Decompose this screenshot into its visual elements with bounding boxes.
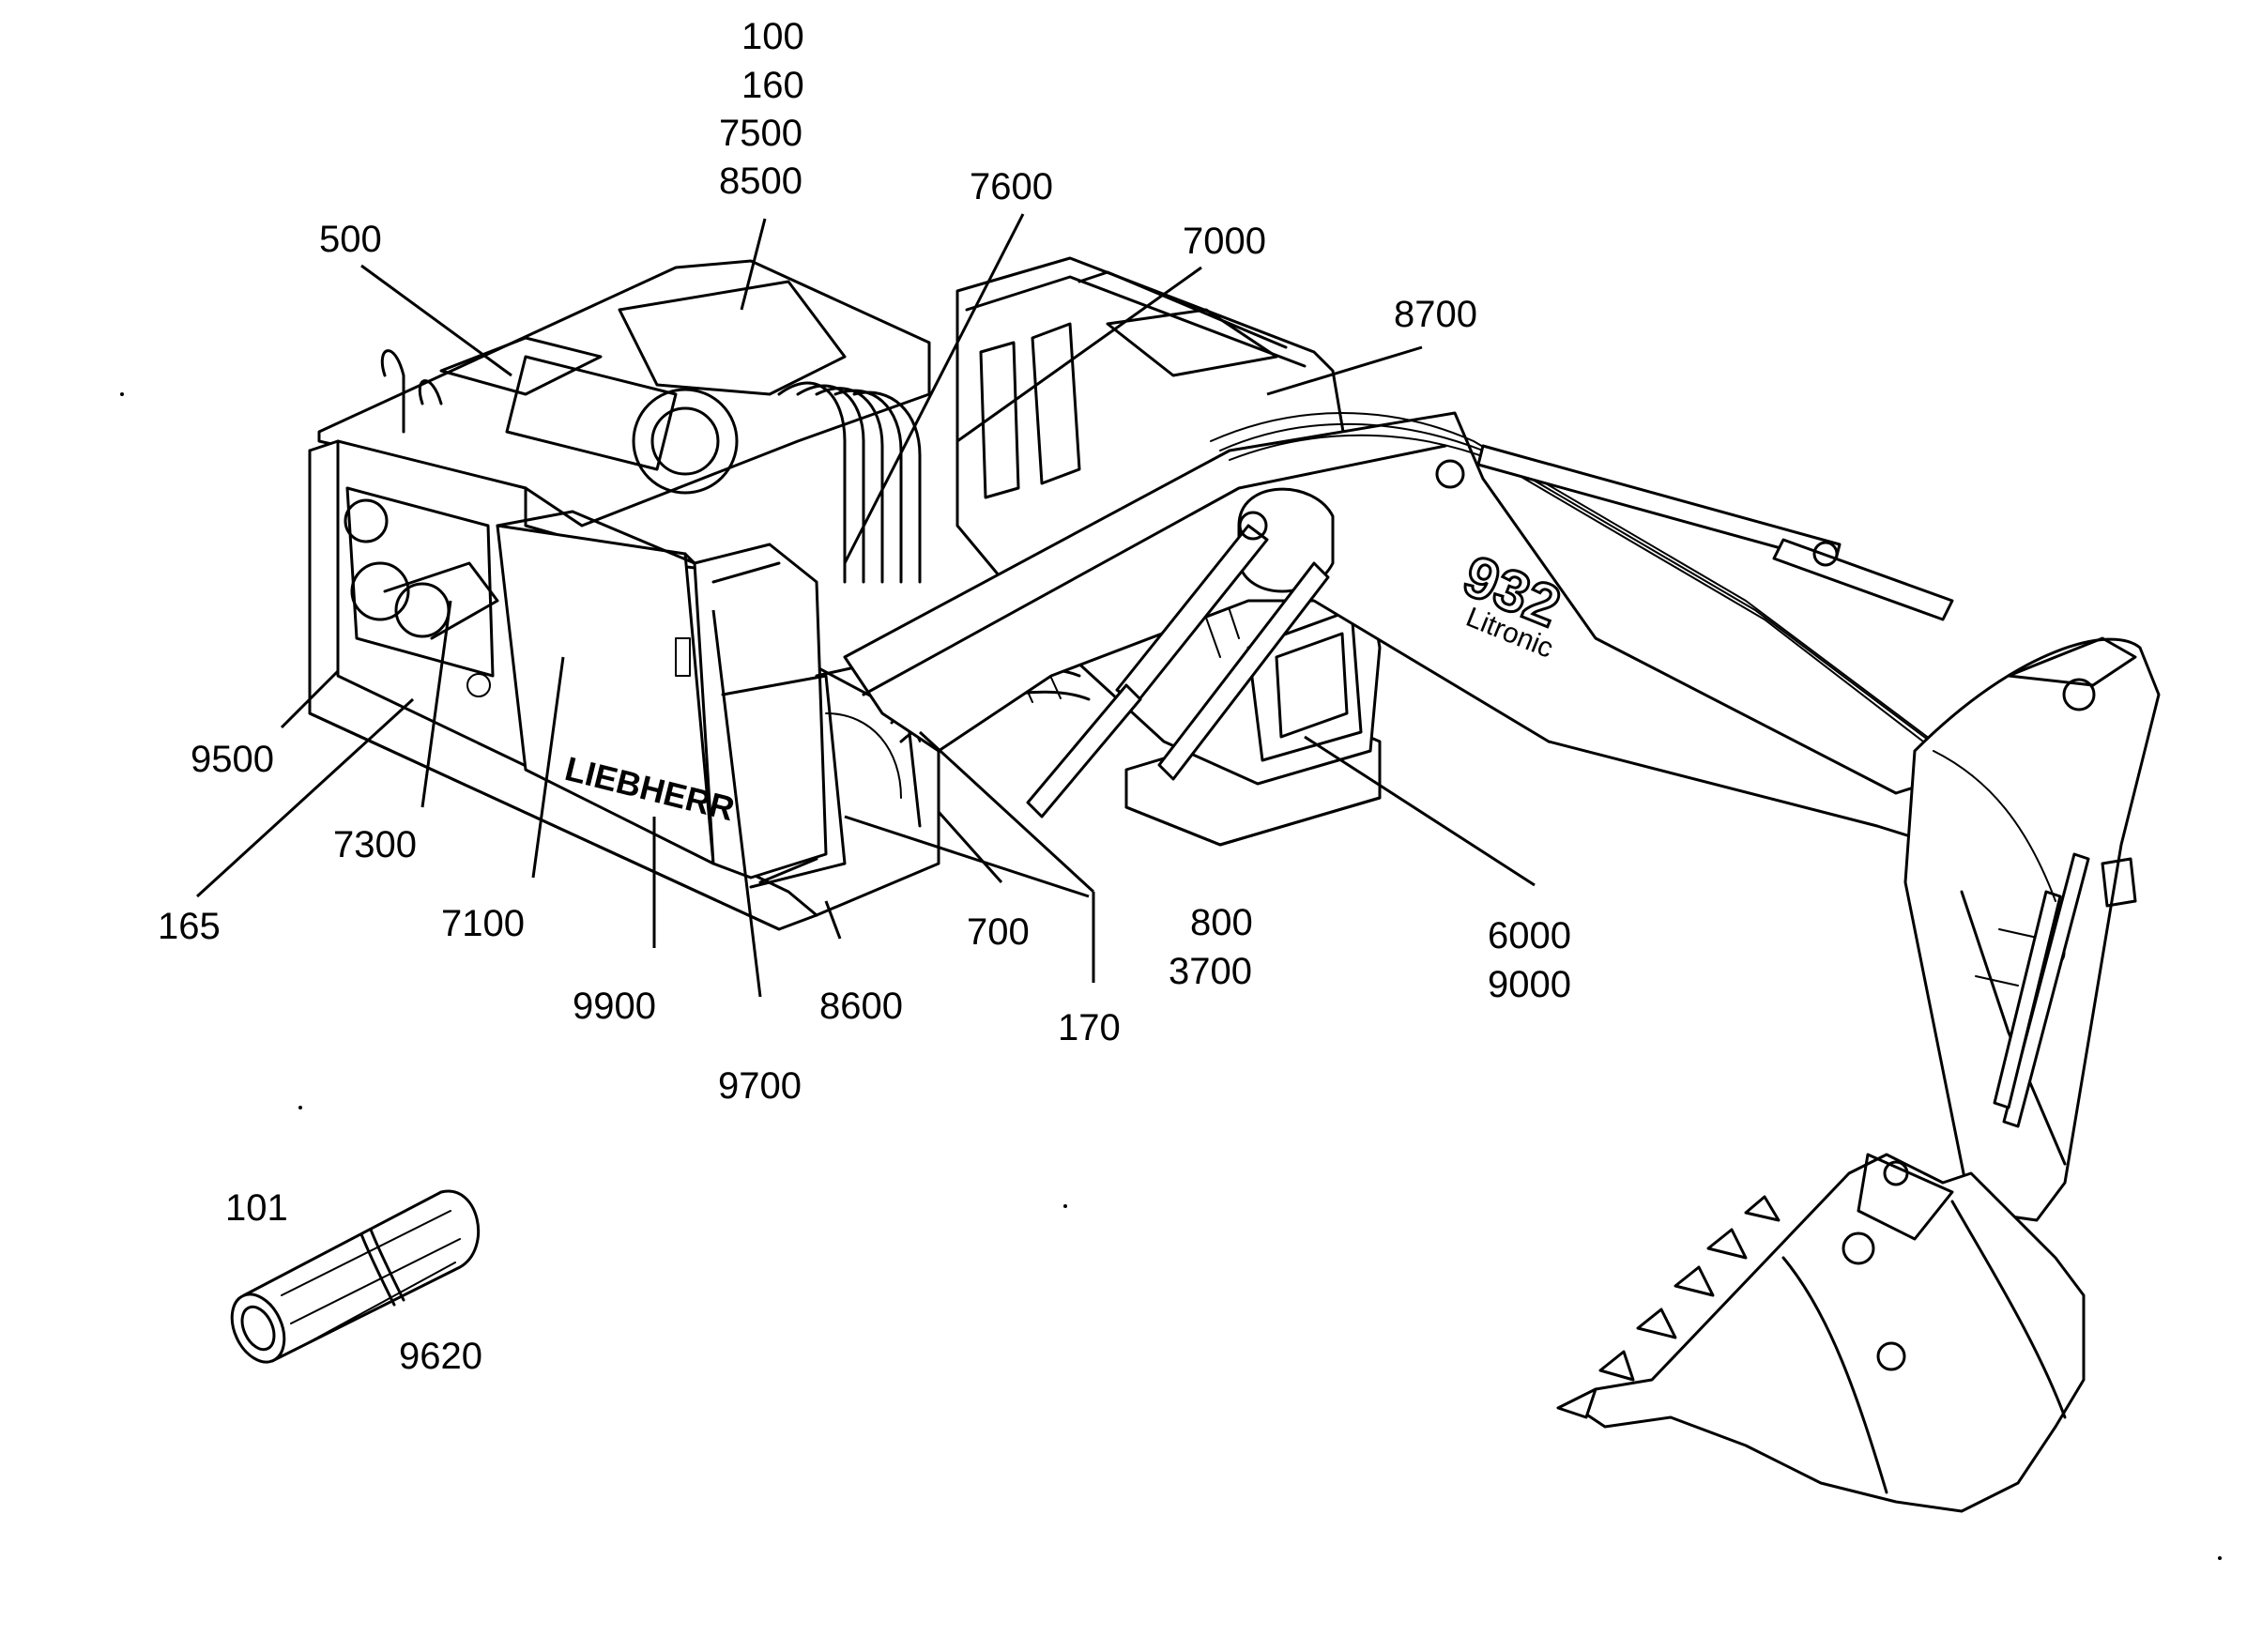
leader-lines [195,213,1536,998]
engine-housing: LIEBHERR [308,259,940,931]
callout-9700: 9700 [718,1065,802,1107]
callout-800: 800 [1190,902,1253,943]
callout-3700: 3700 [1169,951,1252,992]
callout-9900: 9900 [573,986,656,1027]
callout-9500: 9500 [191,739,274,780]
callout-6000: 6000 [1488,915,1571,956]
callout-160: 160 [741,65,804,106]
excavator-illustration: LIEBHERR 932 Litronic [308,256,2161,1513]
callout-500: 500 [319,219,382,260]
callout-labels: 100 160 7500 8500 500 7600 7000 8700 950… [158,16,1571,1377]
callout-101: 101 [225,1187,288,1229]
callout-170: 170 [1058,1007,1121,1048]
callout-700: 700 [967,911,1030,953]
stick-arm [1903,636,2161,1222]
callout-7300: 7300 [333,824,417,865]
callout-7500: 7500 [719,113,802,154]
callout-7600: 7600 [970,166,1053,207]
callout-7100: 7100 [441,903,525,944]
callout-8500: 8500 [719,161,802,202]
bucket [1556,1153,2086,1513]
callout-7000: 7000 [1183,221,1266,262]
tool-roll-part [230,1189,481,1364]
callout-9620: 9620 [399,1336,482,1377]
callout-8700: 8700 [1394,294,1477,335]
boom: 932 Litronic [843,411,2029,851]
callout-8600: 8600 [819,986,903,1027]
callout-165: 165 [158,906,221,947]
callout-9000: 9000 [1488,964,1571,1005]
callout-100: 100 [741,16,804,57]
scan-specks [120,392,2222,1560]
